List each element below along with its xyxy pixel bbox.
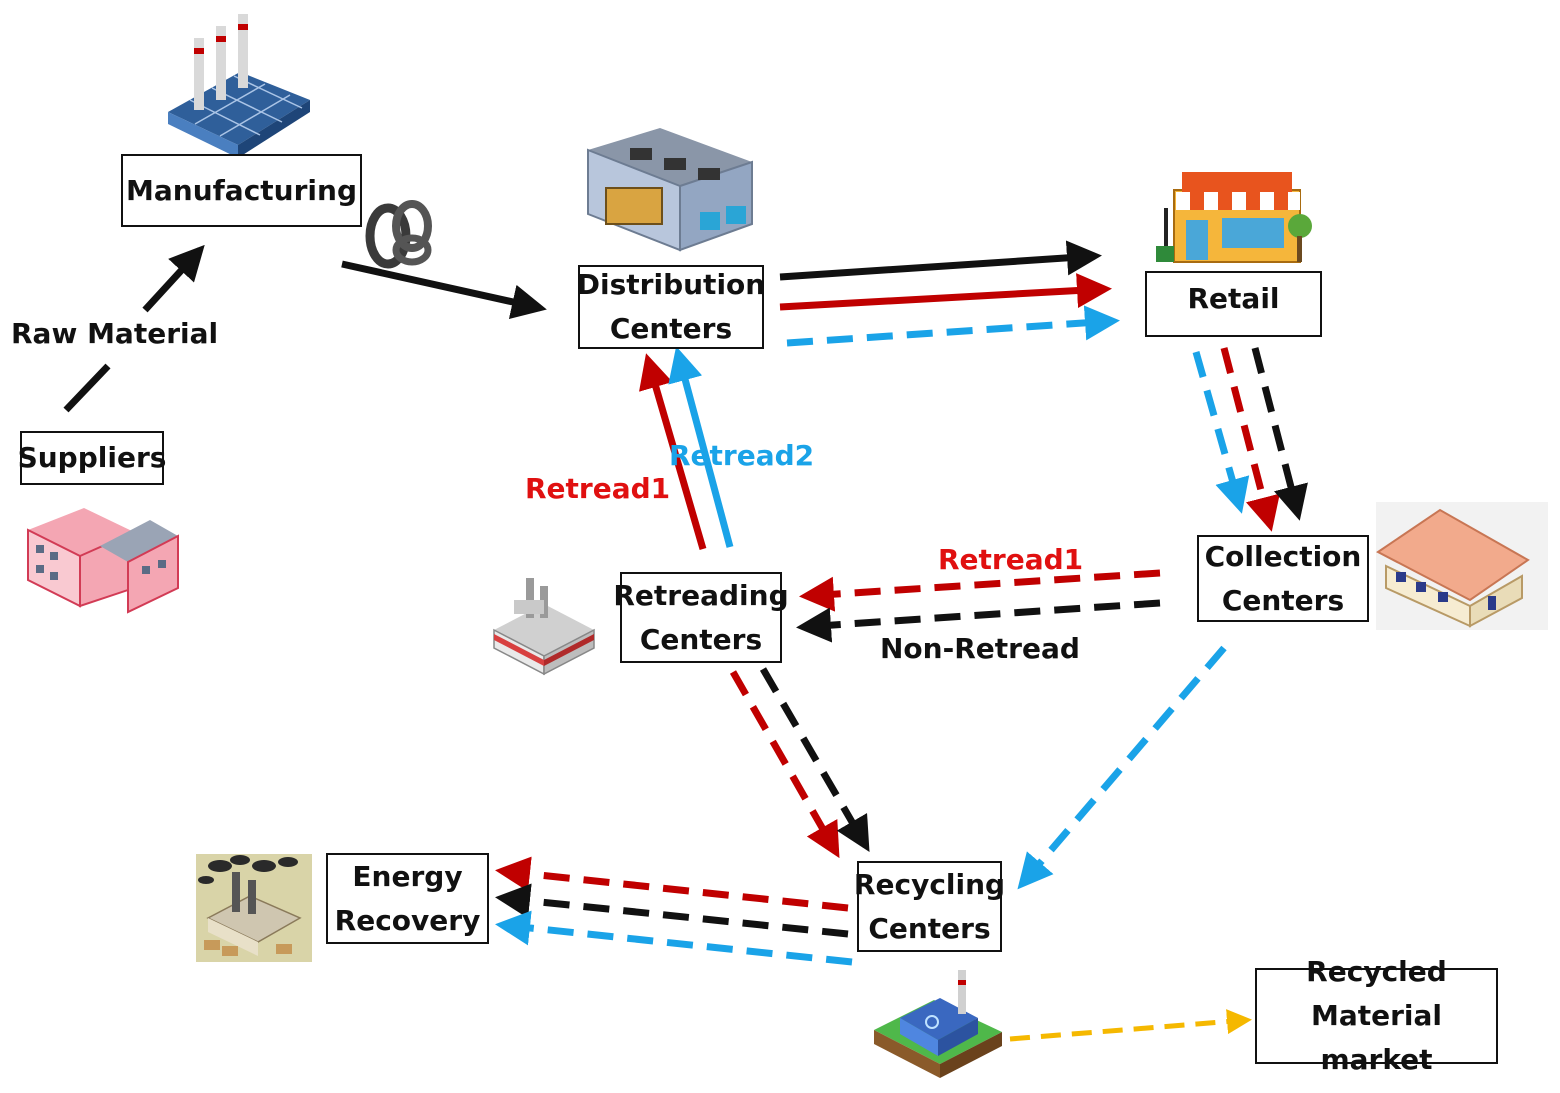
arrow-raw-material-to-manufacturing [142, 244, 205, 313]
retreading-label-line2: Centers [639, 622, 763, 656]
warehouse-icon [587, 128, 753, 252]
recycling-label-line2: Centers [868, 911, 991, 945]
retreading-centers-box: Retreading Centers [613, 572, 789, 663]
arrow-retail-to-collection-black [1251, 347, 1308, 521]
energy-label-line2: Recovery [334, 903, 481, 937]
collection-warehouse-icon [1376, 502, 1548, 630]
distribution-centers-box: Distribution Centers [576, 265, 766, 349]
arrow-manufacturing-to-distribution [341, 260, 547, 320]
arrow-retreading-to-recycling-red [729, 670, 840, 859]
factory-icon [168, 14, 310, 158]
energy-label-line1: Energy [352, 859, 463, 893]
recycled-market-label-line2: Material market [1310, 999, 1443, 1076]
arrow-retreading-to-distribution-red [639, 353, 707, 550]
recycling-centers-box: Recycling Centers [853, 861, 1006, 952]
arrow-retail-to-collection-blue [1192, 351, 1250, 514]
supplier-building-icon [27, 508, 179, 614]
suppliers-label: Suppliers [17, 441, 167, 474]
arrow-suppliers-lower [63, 363, 111, 413]
arrow-collection-to-retreading-red [799, 569, 1161, 612]
retreading-label-line1: Retreading [613, 578, 789, 612]
recycling-plant-icon [874, 970, 1002, 1078]
arrow-distribution-to-retail-red [779, 273, 1112, 311]
manufacturing-label: Manufacturing [126, 173, 357, 207]
arrow-recycling-to-energy-black [495, 883, 849, 938]
recycling-label-line1: Recycling [853, 867, 1006, 901]
distribution-label-line1: Distribution [576, 268, 766, 301]
collection-label-line1: Collection [1204, 539, 1362, 573]
retreading-plant-icon [493, 578, 595, 676]
retail-box: Retail [1145, 271, 1322, 337]
distribution-label-line2: Centers [609, 312, 733, 345]
retread1-lower-label: Retread1 [938, 543, 1084, 576]
retail-label: Retail [1187, 282, 1280, 315]
arrow-distribution-to-retail-blue [786, 305, 1120, 347]
arrow-distribution-to-retail-black [779, 240, 1102, 281]
retail-store-icon [1156, 172, 1312, 263]
arrow-recycling-to-market-orange [1009, 1009, 1252, 1042]
arrows [63, 240, 1308, 1042]
tires-icon [365, 200, 432, 269]
arrow-recycling-to-energy-blue [495, 910, 853, 966]
recycled-material-market-box: Recycled Material market [1255, 955, 1498, 1076]
collection-centers-box: Collection Centers [1197, 535, 1369, 622]
arrow-retreading-to-recycling-black [759, 667, 870, 853]
arrow-collection-to-recycling-blue [1017, 645, 1227, 890]
arrow-retreading-to-distribution-blue [668, 346, 734, 548]
arrow-recycling-to-energy-red [495, 856, 849, 912]
retread1-upper-label: Retread1 [525, 472, 671, 505]
suppliers-box: Suppliers [17, 431, 167, 485]
raw-material-label: Raw Material [11, 317, 219, 350]
energy-plant-icon [196, 854, 312, 962]
manufacturing-box: Manufacturing [121, 154, 362, 227]
non-retread-label: Non-Retread [880, 632, 1080, 665]
arrow-retail-to-collection-red [1220, 347, 1280, 532]
recycled-market-label-line1: Recycled [1306, 955, 1447, 988]
collection-label-line2: Centers [1221, 583, 1345, 617]
retread2-label: Retread2 [669, 439, 815, 472]
energy-recovery-box: Energy Recovery [326, 853, 489, 944]
arrow-collection-to-retreading-black [796, 599, 1161, 643]
